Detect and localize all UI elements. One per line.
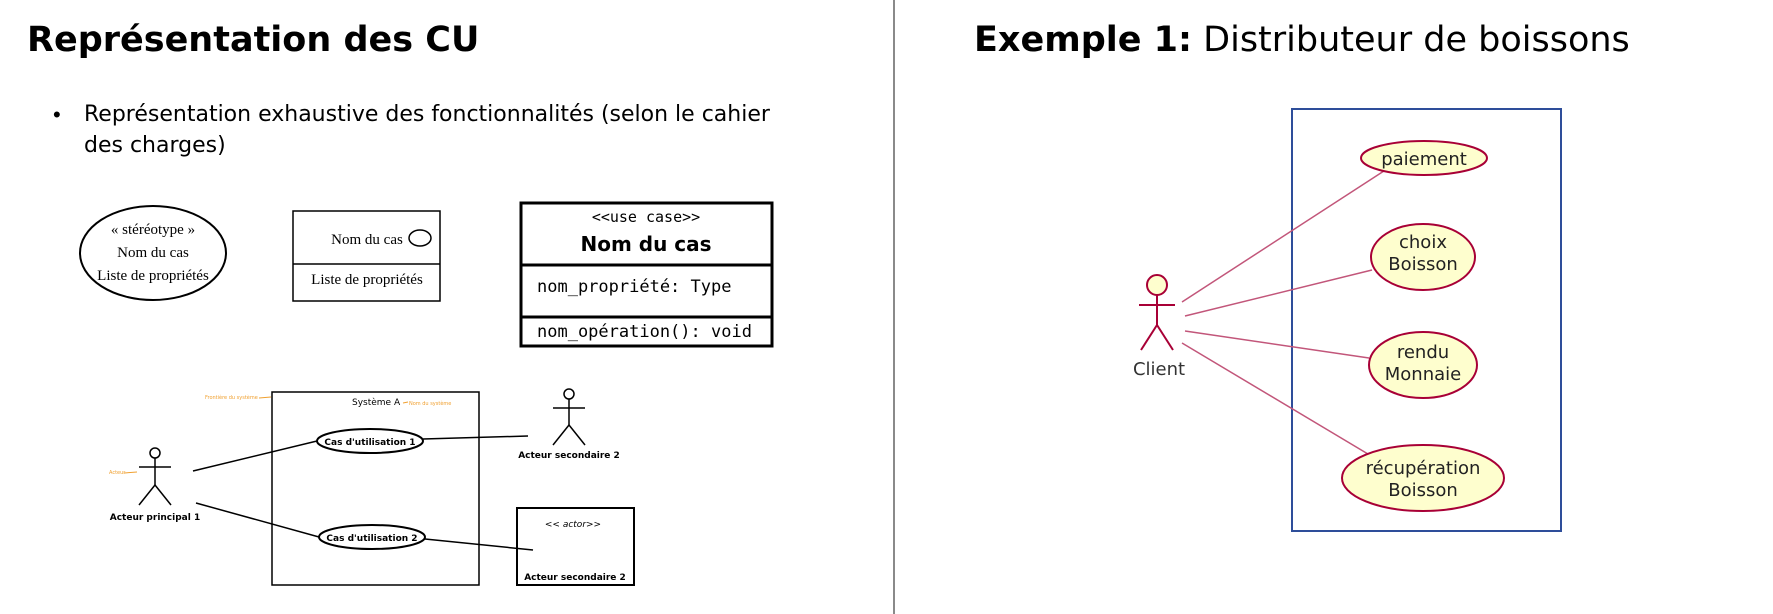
actor-note: Acteur [109, 470, 126, 476]
system-boundary [271, 391, 480, 586]
actor-primary-icon [138, 447, 172, 506]
actor-primary-label: Acteur principal 1 [110, 513, 200, 523]
use-case-choix-line2: Boisson [1388, 254, 1458, 275]
use-case-choix-boisson: choix Boisson [1370, 223, 1476, 291]
use-case-choix-line1: choix [1399, 232, 1447, 253]
class-property: nom_propriété: Type [537, 277, 731, 297]
usecase-ellipse-icon [408, 229, 432, 247]
slide-left: Représentation des CU • Représentation e… [27, 20, 774, 586]
use-case-paiement: paiement [1360, 140, 1488, 176]
client-actor-icon [1139, 274, 1175, 351]
ellipse-name: Nom du cas [117, 245, 189, 261]
client-label: Client [1133, 359, 1185, 380]
usecase-notation-diagram: « stéréotype » Nom du cas Liste de propr… [79, 201, 774, 586]
system-diagram: Système A Nom du système Frontière du sy… [109, 388, 635, 586]
actor-stereotype: << actor>> [545, 520, 601, 530]
use-case-rendu-line1: rendu [1397, 342, 1449, 363]
associations [192, 435, 534, 551]
use-case-recuperation-boisson: récupération Boisson [1341, 444, 1505, 512]
use-case-rendu-monnaie: rendu Monnaie [1368, 331, 1478, 399]
class-name: Nom du cas [580, 232, 711, 256]
ellipse-stereotype: « stéréotype » [111, 222, 195, 238]
slide-right: Exemple 1: Distributeur de boissons Clie… [896, 0, 1773, 614]
system-boundary-note: Frontière du système [205, 394, 258, 401]
use-case-1-label: Cas d'utilisation 1 [324, 438, 415, 448]
title-rest: Distributeur de boissons [1192, 20, 1630, 60]
slide-title-example: Exemple 1: Distributeur de boissons [974, 20, 1630, 60]
notation-ellipse: « stéréotype » Nom du cas Liste de propr… [79, 205, 227, 301]
slide-title: Représentation des CU [27, 20, 480, 60]
use-case-recuperation-line2: Boisson [1388, 480, 1458, 501]
associations [1181, 168, 1388, 461]
drink-dispenser-diagram: Client paiement choix Boisson rendu Monn… [1133, 108, 1562, 532]
system-boundary [1291, 108, 1562, 532]
bullet-marker: • [53, 102, 61, 127]
use-case-2-label: Cas d'utilisation 2 [326, 534, 417, 544]
use-case-recuperation-line1: récupération [1366, 458, 1481, 479]
system-name-note: Nom du système [409, 400, 451, 407]
system-label: Système A [352, 397, 401, 408]
bullet-text: Représentation exhaustive des fonctionna… [84, 102, 770, 158]
actor-secondary-box [516, 507, 635, 586]
box-name: Nom du cas [331, 232, 403, 248]
use-case-rendu-line2: Monnaie [1385, 364, 1461, 385]
title-bold: Exemple 1: [974, 20, 1193, 60]
box-properties: Liste de propriétés [311, 272, 423, 288]
actor-secondary-box-label: Acteur secondaire 2 [524, 573, 626, 583]
notation-class: <<use case>> Nom du cas nom_propriété: T… [519, 201, 774, 348]
actor-secondary-icon [552, 388, 586, 446]
notation-box: Nom du cas Liste de propriétés [292, 210, 441, 302]
use-case-paiement-label: paiement [1381, 149, 1467, 170]
ellipse-properties: Liste de propriétés [97, 268, 209, 284]
class-operation: nom_opération(): void [537, 322, 752, 342]
actor-secondary-top-label: Acteur secondaire 2 [518, 451, 620, 461]
class-stereotype: <<use case>> [592, 208, 700, 226]
slide-divider [893, 0, 895, 614]
